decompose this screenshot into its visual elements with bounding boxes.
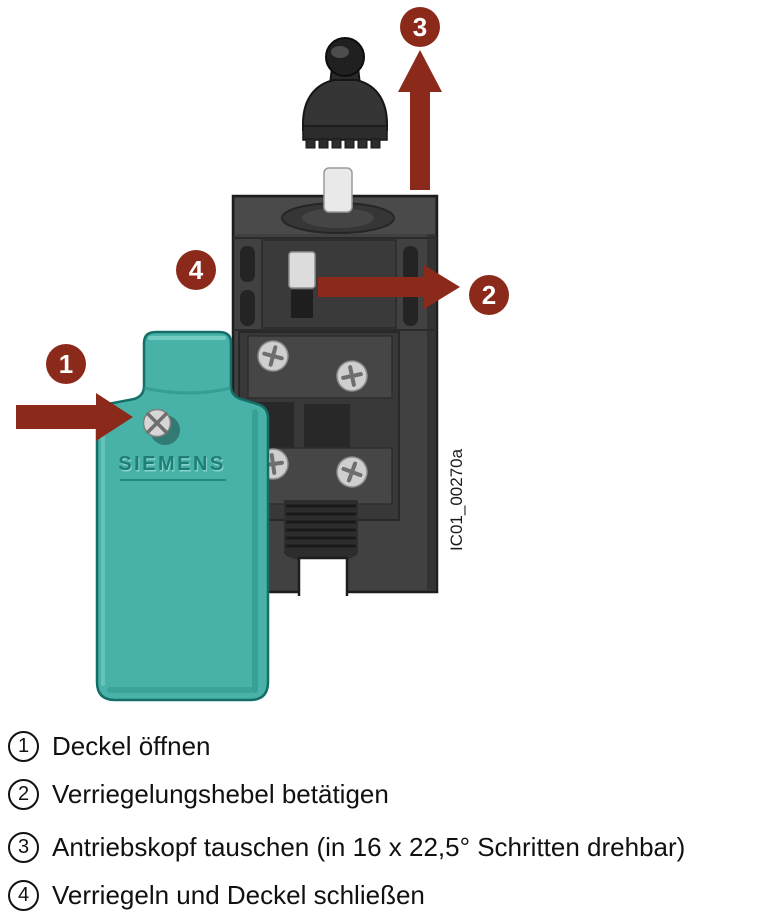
- step-1-arrow: [16, 393, 133, 441]
- legend-label: Antriebskopf tauschen (in 16 x 22,5° Sch…: [52, 831, 686, 862]
- bottom-notch: [297, 556, 349, 596]
- brand-label-emboss: SIEMENS: [119, 455, 227, 477]
- legend-item-3: 3 Antriebskopf tauschen (in 16 x 22,5° S…: [8, 823, 778, 871]
- mount-slot: [403, 290, 418, 326]
- up-arrow-icon: [398, 50, 442, 190]
- callout-3-number: 3: [413, 12, 427, 42]
- legend-item-4: 4 Verriegeln und Deckel schließen: [8, 871, 778, 915]
- cable-gland: [284, 500, 358, 562]
- callout-2-number: 2: [482, 280, 496, 310]
- right-arrow-icon: [16, 393, 133, 441]
- cover-shoulder-line: [143, 386, 232, 395]
- compartment-recess: [304, 404, 350, 448]
- actuator-knurl-teeth: [305, 138, 381, 149]
- actuator-skirt: [302, 125, 388, 141]
- exploded-view-illustration: IC01_00270a SIEMENS SIEMENS: [16, 7, 509, 702]
- callout-3-badge: 3: [400, 7, 440, 47]
- mount-slot: [403, 246, 418, 282]
- terminal-screw: [336, 360, 368, 392]
- locking-lever: [288, 251, 316, 289]
- step-2-arrow: [318, 265, 460, 309]
- actuator-dome: [302, 79, 388, 131]
- brand-label: SIEMENS: [118, 453, 226, 475]
- switch-cover: SIEMENS SIEMENS: [95, 330, 270, 702]
- callout-2-badge: 2: [469, 275, 509, 315]
- step-3-arrow: [398, 50, 442, 190]
- legend-number-badge: 4: [8, 879, 39, 911]
- legend-number-badge: 2: [8, 778, 39, 810]
- callout-1-badge: 1: [46, 344, 86, 384]
- callout-4-badge: 4: [176, 250, 216, 290]
- terminal-screw: [336, 456, 368, 488]
- cover-screw: [142, 408, 172, 438]
- callout-1-number: 1: [59, 349, 73, 379]
- right-arrow-icon: [318, 265, 460, 309]
- mount-slot: [240, 290, 255, 326]
- legend-label: Verriegeln und Deckel schließen: [52, 879, 425, 910]
- callout-4-number: 4: [189, 255, 204, 285]
- locking-lever-slot: [291, 290, 313, 318]
- legend-label: Deckel öffnen: [52, 730, 211, 761]
- cover-shell: [95, 330, 270, 702]
- head-mount-recess: [302, 208, 374, 228]
- legend-item-1: 1 Deckel öffnen: [8, 722, 778, 770]
- figure-id-label: IC01_00270a: [447, 448, 466, 551]
- terminal-screw: [257, 340, 289, 372]
- legend-number-badge: 3: [8, 831, 39, 863]
- actuator-head: [302, 37, 388, 149]
- legend: 1 Deckel öffnen 2 Verriegelungshebel bet…: [8, 722, 778, 915]
- roller-wheel: [325, 37, 365, 77]
- legend-item-2: 2 Verriegelungshebel betätigen: [8, 770, 778, 818]
- roller-highlight: [331, 46, 349, 58]
- legend-number-badge: 1: [8, 730, 39, 762]
- plunger-pin: [323, 167, 353, 213]
- mount-slot: [240, 246, 255, 282]
- legend-label: Verriegelungshebel betätigen: [52, 778, 389, 809]
- housing-side-shade: [427, 198, 436, 590]
